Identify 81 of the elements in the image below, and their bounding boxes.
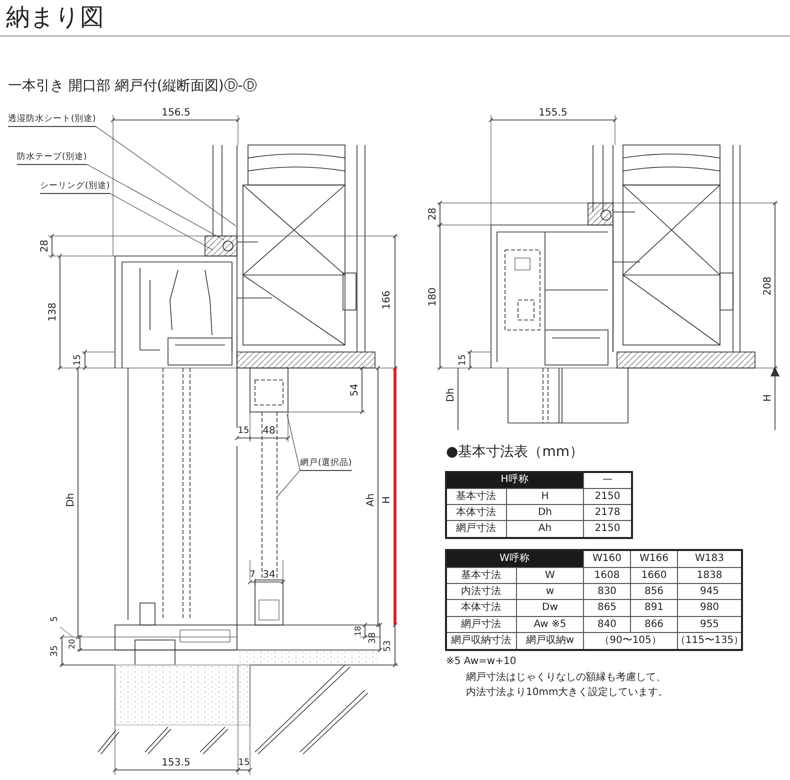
table-cell: 891 (631, 600, 678, 617)
table-header-cell: W呼称 (446, 550, 584, 568)
table-heading: ●基本寸法表（mm） (446, 444, 584, 460)
dimension-label: H (381, 496, 393, 504)
dimension-label: 138 (47, 302, 59, 322)
table-cell: W166 (631, 550, 678, 568)
dimension-label: 5 (50, 616, 60, 622)
dimension-label: 15 (238, 426, 250, 436)
table-cell: 網戸寸法 (446, 521, 507, 538)
dimension-label: Dh (65, 492, 77, 508)
table-cell: 865 (584, 600, 631, 617)
table-cell: Ah (507, 521, 584, 538)
callout-label: シーリング(別途) (40, 182, 110, 194)
table-cell: w (517, 584, 584, 600)
table-cell: 内法寸法 (446, 584, 517, 600)
table-cell: Dh (507, 505, 584, 521)
table-cell: H (507, 489, 584, 505)
leader-line (276, 470, 300, 498)
note-text: 網戸寸法はじゃくりなしの額縁も考慮して、内法寸法より10mm大きく設定しています。 (466, 670, 670, 700)
table-cell: 945 (678, 584, 742, 600)
table-cell: 830 (584, 584, 631, 600)
table-header-cell: H呼称 (446, 472, 584, 489)
table-cell: 856 (631, 584, 678, 600)
table-cell: Aw ※5 (517, 617, 584, 633)
dimension-label: 15 (458, 354, 468, 366)
note-text: ※5 Aw=w+10 (446, 656, 516, 668)
dimension-label: 153.5 (162, 757, 190, 769)
dimension-label: 208 (762, 276, 774, 296)
table-cell: Dw (517, 600, 584, 617)
table-cell: 1838 (678, 568, 742, 584)
page-title: 納まり図 (6, 4, 104, 32)
section-heading: 一本引き 開口部 網戸付(縦断面図)Ⓓ-Ⓓ (8, 78, 257, 94)
dimension-label: 28 (39, 240, 51, 252)
dimension-label: 34 (262, 569, 276, 581)
callout-label: 透湿防水シート(別途) (8, 115, 96, 127)
table-cell: 840 (584, 617, 631, 633)
table-cell: （90〜105） (584, 633, 678, 650)
dimension-label: 166 (381, 290, 393, 310)
dimension-label: Ah (365, 493, 377, 507)
table-cell: 1660 (631, 568, 678, 584)
dimension-label: 35 (50, 645, 60, 657)
table-cell: W (517, 568, 584, 584)
dimension-label: 7 (250, 570, 256, 580)
table-cell: 980 (678, 600, 742, 617)
table-cell: 2150 (584, 489, 632, 505)
dimension-label: 54 (349, 384, 361, 396)
table-cell: W160 (584, 550, 631, 568)
dimension-label: 15 (238, 758, 250, 768)
dimension-label: Dh (445, 388, 457, 402)
table-cell: 本体寸法 (446, 505, 507, 521)
table-cell: — (584, 472, 632, 489)
table-cell: 955 (678, 617, 742, 633)
leader-line (286, 414, 300, 471)
table-cell: 866 (631, 617, 678, 633)
table-cell: 網戸収納寸法 (446, 633, 517, 650)
table-cell: 網戸寸法 (446, 617, 517, 633)
dimension-label: 155.5 (538, 107, 568, 119)
dimension-label: 28 (427, 208, 439, 220)
dimension-label: 156.5 (162, 107, 190, 119)
dimension-label: 38 (368, 632, 378, 644)
dimension-label: 180 (427, 287, 439, 307)
table-cell: （115〜135） (678, 633, 742, 650)
dimension-label: 48 (262, 425, 276, 437)
table-cell: W183 (678, 550, 742, 568)
table-cell: 基本寸法 (446, 568, 517, 584)
leader-line (86, 164, 224, 240)
dimension-label: 18 (353, 626, 363, 636)
callout-label: 網戸(選択品) (300, 459, 352, 471)
table-cell: 2178 (584, 505, 632, 521)
dimension-label: H (762, 394, 774, 402)
leader-line (95, 126, 236, 226)
table-cell: 基本寸法 (446, 489, 507, 505)
leader-line (109, 192, 214, 250)
table-cell: 本体寸法 (446, 600, 517, 617)
table-cell: 網戸収納w (517, 633, 584, 650)
table-cell: 2150 (584, 521, 632, 538)
dimension-label: 15 (72, 354, 84, 366)
dimension-label: 53 (382, 640, 394, 652)
table-cell: 1608 (584, 568, 631, 584)
callout-label: 防水テープ(別途) (17, 153, 87, 165)
dimension-label: 20 (67, 638, 77, 650)
